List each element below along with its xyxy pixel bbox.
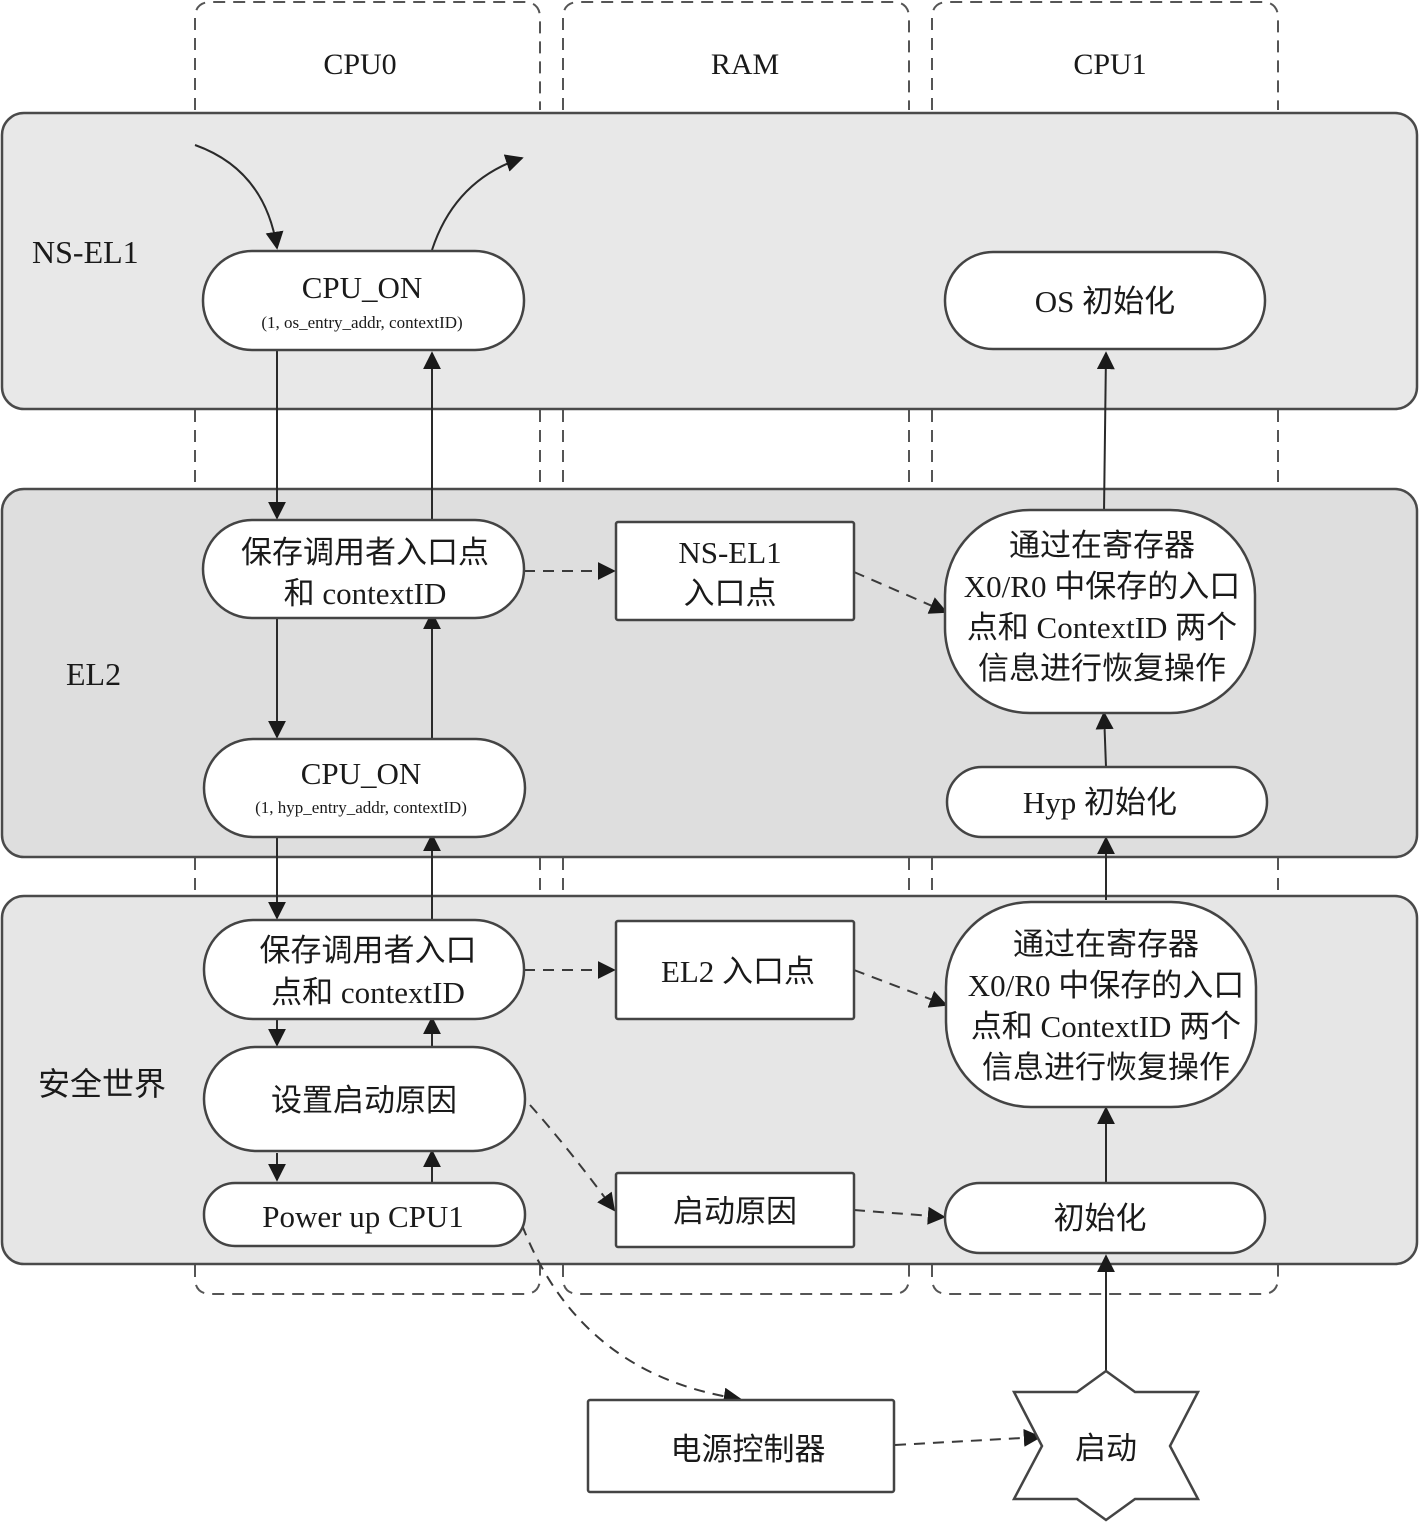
node-power-up-cpu1-label: Power up CPU1: [262, 1199, 464, 1234]
node-power-up-cpu1: Power up CPU1: [202, 1181, 527, 1248]
node-cpu-on-os-title: CPU_ON: [302, 270, 423, 305]
node-hyp-init: Hyp 初始化: [945, 765, 1269, 839]
node-restore-el2-line2: X0/R0 中保存的入口: [964, 569, 1240, 604]
arrow-hyp-init-to-restore-el2: [1095, 711, 1114, 768]
node-restore-el2-line1: 通过在寄存器: [1009, 528, 1195, 563]
dashed-arrow-el2-entry-to-restore-secure: [853, 969, 948, 1008]
node-cpu-on-os: CPU_ON (1, os_entry_addr, contextID): [201, 249, 526, 352]
node-set-boot-reason-label: 设置启动原因: [271, 1083, 457, 1118]
node-restore-secure: 通过在寄存器 X0/R0 中保存的入口 点和 ContextID 两个 信息进行…: [944, 900, 1258, 1109]
column-cpu0: [194, 1, 541, 1295]
node-boot-label: 启动: [1075, 1431, 1137, 1466]
node-save-caller-secure: 保存调用者入口 点和 contextID: [202, 918, 526, 1021]
node-cpu-on-hyp-title: CPU_ON: [301, 756, 422, 791]
node-cpu-on-os-args: (1, os_entry_addr, contextID): [261, 313, 462, 332]
node-os-init-label: OS 初始化: [1035, 284, 1175, 319]
node-restore-el2: 通过在寄存器 X0/R0 中保存的入口 点和 ContextID 两个 信息进行…: [943, 508, 1257, 715]
node-cpu-on-hyp-args: (1, hyp_entry_addr, contextID): [255, 798, 467, 817]
node-boot-star: 启动: [1011, 1369, 1201, 1522]
node-el2-entry: EL2 入口点: [614, 919, 856, 1021]
dashed-arrow-boot-reason-to-init: [853, 1206, 946, 1225]
node-ns-el1-entry: NS-EL1 入口点: [614, 520, 856, 622]
node-restore-secure-line3: 点和 ContextID 两个: [971, 1009, 1241, 1044]
node-init: 初始化: [943, 1181, 1267, 1255]
dashed-arrow-power-up-to-power-controller: [521, 1224, 742, 1406]
column-ram: [562, 1, 910, 1295]
column-header-cpu1: CPU1: [1073, 48, 1146, 81]
node-ns-el1-entry-line1: NS-EL1: [678, 535, 781, 570]
node-el2-entry-label: EL2 入口点: [661, 954, 815, 989]
node-save-caller-secure-line1: 保存调用者入口: [260, 933, 477, 968]
node-restore-el2-line3: 点和 ContextID 两个: [967, 610, 1237, 645]
column-cpu1: [931, 1, 1279, 1295]
column-header-ram: RAM: [711, 48, 779, 81]
node-power-controller-label: 电源控制器: [671, 1432, 826, 1467]
node-save-caller-el2: 保存调用者入口点 和 contextID: [201, 518, 526, 620]
dashed-arrow-ns-el1-entry-to-restore-el2: [853, 571, 948, 614]
node-cpu-on-hyp: CPU_ON (1, hyp_entry_addr, contextID): [202, 737, 527, 839]
node-power-controller: 电源控制器: [586, 1398, 896, 1494]
node-boot-reason: 启动原因: [614, 1171, 856, 1249]
arrow-restore-el2-to-os-init: [1096, 351, 1115, 513]
node-restore-secure-line2: X0/R0 中保存的入口: [968, 968, 1244, 1003]
node-save-caller-el2-line1: 保存调用者入口点: [241, 535, 489, 570]
node-restore-secure-line4: 信息进行恢复操作: [982, 1050, 1230, 1085]
node-hyp-init-label: Hyp 初始化: [1023, 785, 1177, 820]
node-os-init: OS 初始化: [943, 250, 1267, 351]
node-init-label: 初始化: [1054, 1201, 1147, 1236]
band-label-secure-world: 安全世界: [38, 1066, 166, 1102]
node-boot-reason-label: 启动原因: [673, 1194, 797, 1229]
band-label-ns-el1: NS-EL1: [32, 234, 139, 270]
arrow-exit-curve: [431, 154, 524, 251]
dashed-arrow-set-reason-to-boot-reason: [529, 1104, 616, 1212]
node-restore-secure-line1: 通过在寄存器: [1013, 927, 1199, 962]
dashed-arrow-power-controller-to-boot: [894, 1428, 1042, 1447]
arrow-entry-curve: [194, 144, 284, 250]
band-label-el2: EL2: [66, 656, 121, 692]
node-save-caller-el2-line2: 和 contextID: [284, 576, 447, 611]
node-ns-el1-entry-line2: 入口点: [684, 576, 777, 611]
node-set-boot-reason: 设置启动原因: [202, 1045, 527, 1153]
column-header-cpu0: CPU0: [323, 48, 396, 81]
node-restore-el2-line4: 信息进行恢复操作: [978, 651, 1226, 686]
node-save-caller-secure-line2: 点和 contextID: [271, 975, 465, 1010]
